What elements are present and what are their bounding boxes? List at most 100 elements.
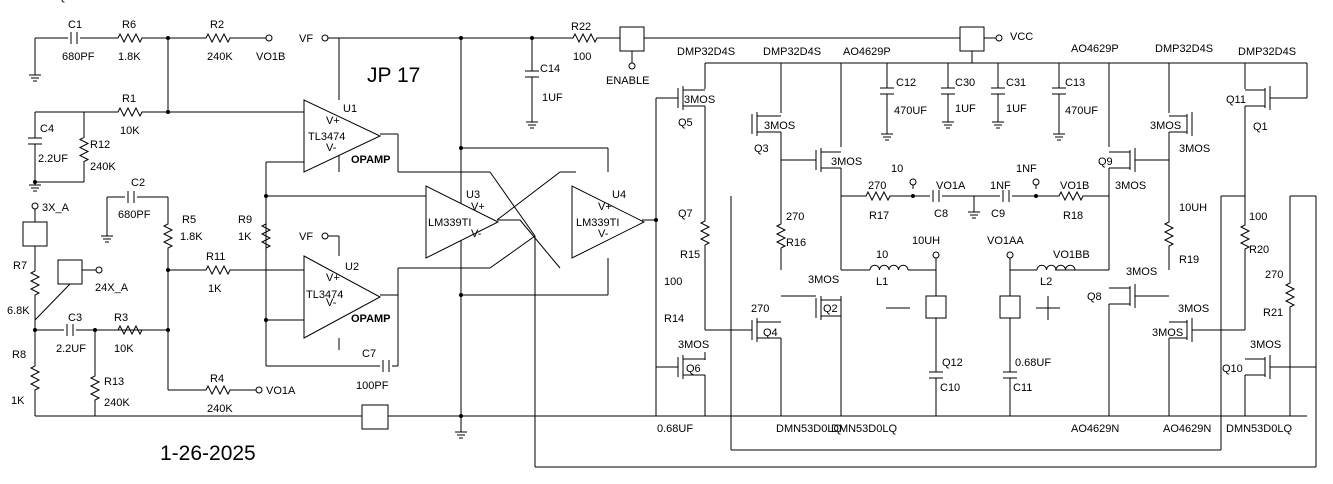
resistor bbox=[29, 270, 41, 296]
label-text: 470UF bbox=[1065, 105, 1098, 117]
label-text: 10K bbox=[114, 343, 134, 355]
inductor bbox=[1036, 264, 1076, 271]
label-text: V+ bbox=[326, 115, 340, 127]
label-text: 270 bbox=[868, 180, 886, 192]
label-text: VO1A bbox=[266, 385, 296, 397]
label-text: 1NF bbox=[990, 180, 1011, 192]
label-text: TL3474 bbox=[308, 131, 345, 143]
label-text: 1NF bbox=[1016, 163, 1037, 175]
label-text: VF bbox=[299, 33, 313, 45]
label-text: Q7 bbox=[678, 208, 693, 220]
junction-dot bbox=[654, 218, 658, 222]
label-text: VCC bbox=[1010, 31, 1033, 43]
terminal bbox=[31, 202, 39, 210]
label-text: 3MOS bbox=[831, 156, 862, 168]
label-text: R16 bbox=[786, 237, 806, 249]
connector-box bbox=[999, 295, 1021, 319]
label-text: 3X_A bbox=[42, 202, 70, 214]
label-text: Q12 bbox=[942, 357, 963, 369]
label-text: C10 bbox=[940, 382, 960, 394]
junction-dot bbox=[264, 318, 268, 322]
label-text: 1K bbox=[238, 231, 252, 243]
label-text: DMP32D4S bbox=[1155, 43, 1213, 55]
wires bbox=[33, 36, 1317, 468]
label-text: VF bbox=[299, 231, 313, 243]
label-text: ENABLE bbox=[606, 75, 649, 87]
label-text: 1K bbox=[11, 395, 25, 407]
resistor bbox=[775, 223, 787, 249]
connector-box bbox=[925, 295, 947, 319]
label-text: 1UF bbox=[542, 92, 563, 104]
label-text: VO1A bbox=[936, 180, 966, 192]
wire bbox=[496, 171, 561, 221]
label-text: C2 bbox=[131, 177, 145, 189]
label-text: R18 bbox=[1063, 210, 1083, 222]
label-text: 1UF bbox=[1006, 103, 1027, 115]
resistor bbox=[162, 220, 174, 252]
label-text: V- bbox=[471, 228, 482, 240]
label-text: C31 bbox=[1006, 77, 1026, 89]
label-text: C30 bbox=[955, 77, 975, 89]
opamp-body bbox=[425, 185, 500, 259]
terminal bbox=[321, 34, 329, 42]
resistor bbox=[198, 32, 238, 44]
label-text: V+ bbox=[471, 201, 485, 213]
label-text: DMP32D4S bbox=[1238, 46, 1296, 58]
label-text: 10K bbox=[120, 125, 140, 137]
terminal bbox=[909, 178, 917, 186]
label-text: 100PF bbox=[356, 380, 389, 392]
resistor bbox=[699, 220, 711, 246]
label-text: 680PF bbox=[118, 209, 151, 221]
junction-dot bbox=[166, 328, 170, 332]
label-text: 1.8K bbox=[180, 231, 203, 243]
label-text: Q5 bbox=[678, 117, 693, 129]
junction-dot bbox=[264, 194, 268, 198]
opamp-body bbox=[303, 99, 382, 173]
junction-dot bbox=[33, 180, 37, 184]
label-text: VO1B bbox=[1060, 180, 1089, 192]
connector-box bbox=[619, 26, 645, 52]
label-text: 680PF bbox=[62, 51, 95, 63]
label-text: R14 bbox=[664, 313, 684, 325]
terminal bbox=[1032, 178, 1040, 186]
label-text: 3MOS bbox=[1178, 303, 1209, 315]
terminal bbox=[995, 34, 1003, 42]
label-text: AO4629P bbox=[843, 46, 891, 58]
label-text: C12 bbox=[896, 77, 916, 89]
label-text: C8 bbox=[934, 208, 948, 220]
label-text: DMN53D0LQ bbox=[1226, 423, 1292, 435]
label-text: 10 bbox=[891, 163, 903, 175]
terminal bbox=[628, 62, 636, 70]
label-text: 3MOS bbox=[764, 120, 795, 132]
label-text: R2 bbox=[210, 19, 224, 31]
wire bbox=[34, 283, 71, 321]
label-text: V- bbox=[326, 297, 337, 309]
label-text: Q3 bbox=[754, 143, 769, 155]
label-text: L2 bbox=[1040, 276, 1052, 288]
label-text: DMP32D4S bbox=[763, 46, 821, 58]
label-text: R21 bbox=[1263, 307, 1283, 319]
label-text: AO4629N bbox=[1163, 423, 1211, 435]
label-text: C13 bbox=[1065, 77, 1085, 89]
label-text: 3MOS bbox=[1150, 120, 1181, 132]
label-text: R3 bbox=[114, 312, 128, 324]
resistor bbox=[110, 324, 150, 336]
junction-dot bbox=[459, 414, 463, 418]
resistor bbox=[862, 190, 894, 202]
label-text: U4 bbox=[612, 189, 626, 201]
label-text: 3MOS bbox=[1115, 180, 1146, 192]
label-text: R15 bbox=[680, 249, 700, 261]
label-text: LM339TI bbox=[576, 217, 619, 229]
label-text: U2 bbox=[345, 261, 359, 273]
label-text: R1 bbox=[122, 93, 136, 105]
label-text: Q10 bbox=[1222, 363, 1243, 375]
connector-box bbox=[57, 259, 83, 285]
resistor bbox=[110, 106, 150, 118]
label-text: R5 bbox=[182, 214, 196, 226]
label-text: V- bbox=[326, 142, 337, 154]
label-text: 2.2UF bbox=[56, 343, 86, 355]
label-text: C1 bbox=[68, 19, 82, 31]
label-text: R13 bbox=[104, 376, 124, 388]
